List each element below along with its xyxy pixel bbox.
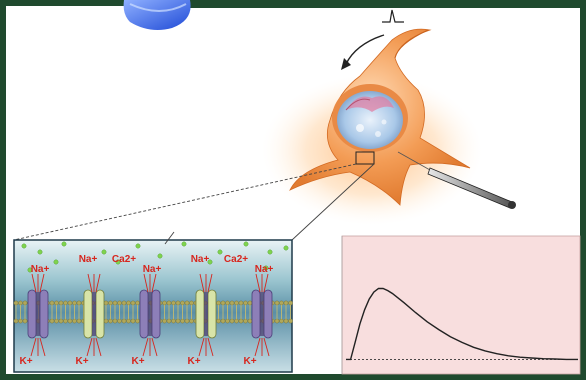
- potential-graph: [342, 236, 580, 374]
- potassium-label: K+: [75, 356, 88, 367]
- ion-dot: [244, 242, 248, 246]
- top-border-strip: [130, 0, 586, 8]
- ion-channel-panel: Na+ K+ Na+ Ca2+ K+ Na+ K+ Na+ Ca2+ K+ Na+ K+: [14, 232, 293, 372]
- ion-dot: [158, 254, 162, 258]
- sodium-label: Na+: [31, 264, 50, 275]
- ion-dot: [54, 260, 58, 264]
- ion-dot: [62, 242, 66, 246]
- ion-dot: [22, 244, 26, 248]
- calcium-label: Ca2+: [224, 254, 248, 265]
- ion-dot: [38, 250, 42, 254]
- graph-background: [342, 236, 580, 374]
- sodium-label: Na+: [255, 264, 274, 275]
- potassium-label: K+: [131, 356, 144, 367]
- potassium-label: K+: [19, 356, 32, 367]
- ion-dot: [218, 250, 222, 254]
- cell-nucleus: [332, 84, 408, 152]
- ion-dot: [268, 250, 272, 254]
- potassium-label: K+: [187, 356, 200, 367]
- sodium-label: Na+: [79, 254, 98, 265]
- ion-dot: [182, 242, 186, 246]
- calcium-label: Ca2+: [112, 254, 136, 265]
- sodium-label: Na+: [143, 264, 162, 275]
- ion-dot: [284, 246, 288, 250]
- ion-dot: [136, 244, 140, 248]
- sodium-label: Na+: [191, 254, 210, 265]
- potassium-label: K+: [243, 356, 256, 367]
- ion-dot: [102, 250, 106, 254]
